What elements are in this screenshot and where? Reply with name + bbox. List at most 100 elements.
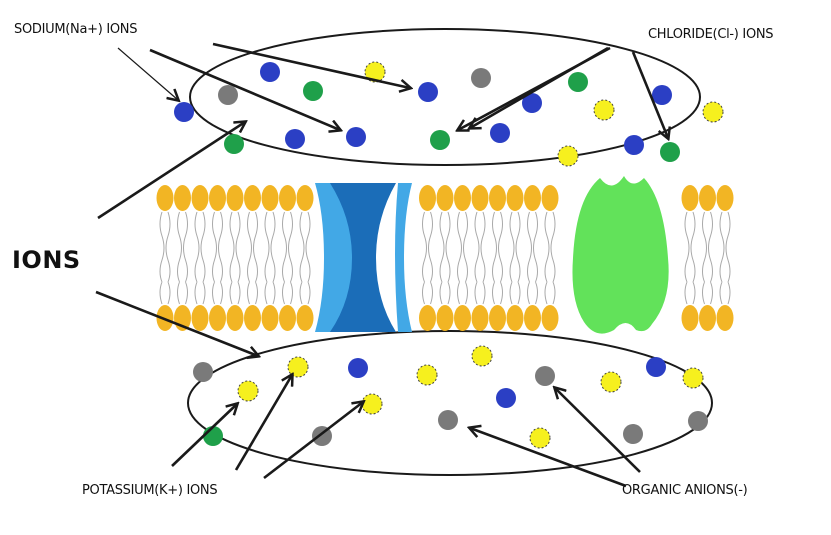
potassium-ion	[416, 364, 438, 386]
intracellular-region-outline	[187, 330, 713, 476]
chloride-ion	[203, 426, 223, 446]
lipid-head-top	[524, 185, 541, 211]
lipid-head-top	[681, 185, 699, 211]
potassium-ions-label: POTASSIUM(K+) IONS	[82, 483, 218, 498]
pointer-arrow	[171, 404, 237, 467]
extracellular-region-outline	[189, 28, 701, 166]
ions-layer	[174, 61, 724, 449]
lipid-head-top	[191, 185, 209, 211]
lipid-head-bottom	[436, 305, 454, 331]
lipid-head-top	[419, 185, 436, 211]
lipid-head-bottom	[681, 305, 699, 331]
lipid-tail	[702, 211, 713, 305]
lipid-tail	[684, 211, 696, 305]
ion-channel-pore	[330, 183, 396, 332]
organic-anion-ion	[688, 411, 708, 431]
ion-channel	[315, 183, 412, 332]
sodium-ion	[285, 129, 305, 149]
sodium-ion	[624, 135, 644, 155]
pointer-arrow	[470, 46, 609, 128]
pointer-arrow	[95, 290, 258, 356]
lipid-head-top	[489, 185, 506, 211]
transport-protein	[572, 176, 669, 334]
lipid-head-top	[541, 185, 559, 211]
organic-anion-ion	[218, 85, 238, 105]
potassium-ion	[529, 427, 551, 449]
lipid-head-bottom	[454, 305, 471, 331]
lipid-head-bottom	[226, 305, 244, 331]
lipid-tail	[527, 211, 538, 305]
lipid-head-bottom	[191, 305, 209, 331]
chloride-ion	[568, 72, 588, 92]
lipid-head-top	[209, 185, 226, 211]
sodium-ion	[646, 357, 666, 377]
chloride-ion	[303, 81, 323, 101]
pointer-arrow	[234, 375, 292, 471]
pointer-arrow	[97, 122, 245, 220]
lipid-tail	[194, 211, 206, 305]
lipid-head-bottom	[716, 305, 734, 331]
potassium-ion	[593, 99, 615, 121]
chloride-ions-label: CHLORIDE(Cl-) IONS	[648, 27, 774, 42]
lipid-tail	[159, 211, 171, 305]
sodium-ion	[348, 358, 368, 378]
lipid-tail	[544, 211, 556, 305]
lipid-head-top	[506, 185, 524, 211]
lipid-tail	[492, 211, 503, 305]
sodium-ion	[174, 102, 194, 122]
lipid-head-top	[174, 185, 191, 211]
sodium-ions-label: SODIUM(Na+) IONS	[14, 22, 138, 37]
lipid-tail	[212, 211, 223, 305]
lipid-head-top	[296, 185, 314, 211]
lipid-head-bottom	[209, 305, 226, 331]
organic-anion-ion	[535, 366, 555, 386]
potassium-ion	[287, 356, 309, 378]
lipid-head-bottom	[699, 305, 716, 331]
arrows-layer	[95, 42, 668, 488]
lipid-head-top	[699, 185, 716, 211]
lipid-head-top	[261, 185, 279, 211]
potassium-ion	[682, 367, 704, 389]
lipid-tail	[439, 211, 451, 305]
chloride-ion	[224, 134, 244, 154]
potassium-ion	[600, 371, 622, 393]
sodium-ion	[260, 62, 280, 82]
lipid-head-bottom	[279, 305, 296, 331]
lipid-head-top	[436, 185, 454, 211]
potassium-ion	[557, 145, 579, 167]
chloride-ion	[660, 142, 680, 162]
lipid-tail	[264, 211, 276, 305]
organic-anion-ion	[623, 424, 643, 444]
lipid-head-bottom	[541, 305, 559, 331]
pointer-arrow	[631, 51, 668, 138]
organic-anion-ion	[193, 362, 213, 382]
organic-anions-label: ORGANIC ANIONS(-)	[622, 483, 748, 498]
sodium-ion	[496, 388, 516, 408]
potassium-ion	[471, 345, 493, 367]
sodium-ion	[490, 123, 510, 143]
lipid-head-top	[716, 185, 734, 211]
organic-anion-ion	[438, 410, 458, 430]
lipid-tail	[719, 211, 731, 305]
pointer-arrow	[149, 48, 340, 130]
lipid-tail	[247, 211, 258, 305]
sodium-ion	[522, 93, 542, 113]
sodium-ion	[652, 85, 672, 105]
lipid-head-bottom	[489, 305, 506, 331]
organic-anion-ion	[471, 68, 491, 88]
lipid-head-bottom	[506, 305, 524, 331]
lipid-head-bottom	[419, 305, 436, 331]
lipid-head-top	[279, 185, 296, 211]
chloride-ion	[430, 130, 450, 150]
pointer-arrow	[212, 42, 410, 88]
lipid-tail	[474, 211, 486, 305]
lipid-bilayer	[156, 185, 734, 331]
lipid-head-bottom	[524, 305, 541, 331]
pointer-arrow	[555, 388, 641, 473]
lipid-head-top	[244, 185, 261, 211]
lipid-head-top	[454, 185, 471, 211]
lipid-head-bottom	[471, 305, 489, 331]
sodium-ion	[418, 82, 438, 102]
lipid-head-top	[156, 185, 174, 211]
